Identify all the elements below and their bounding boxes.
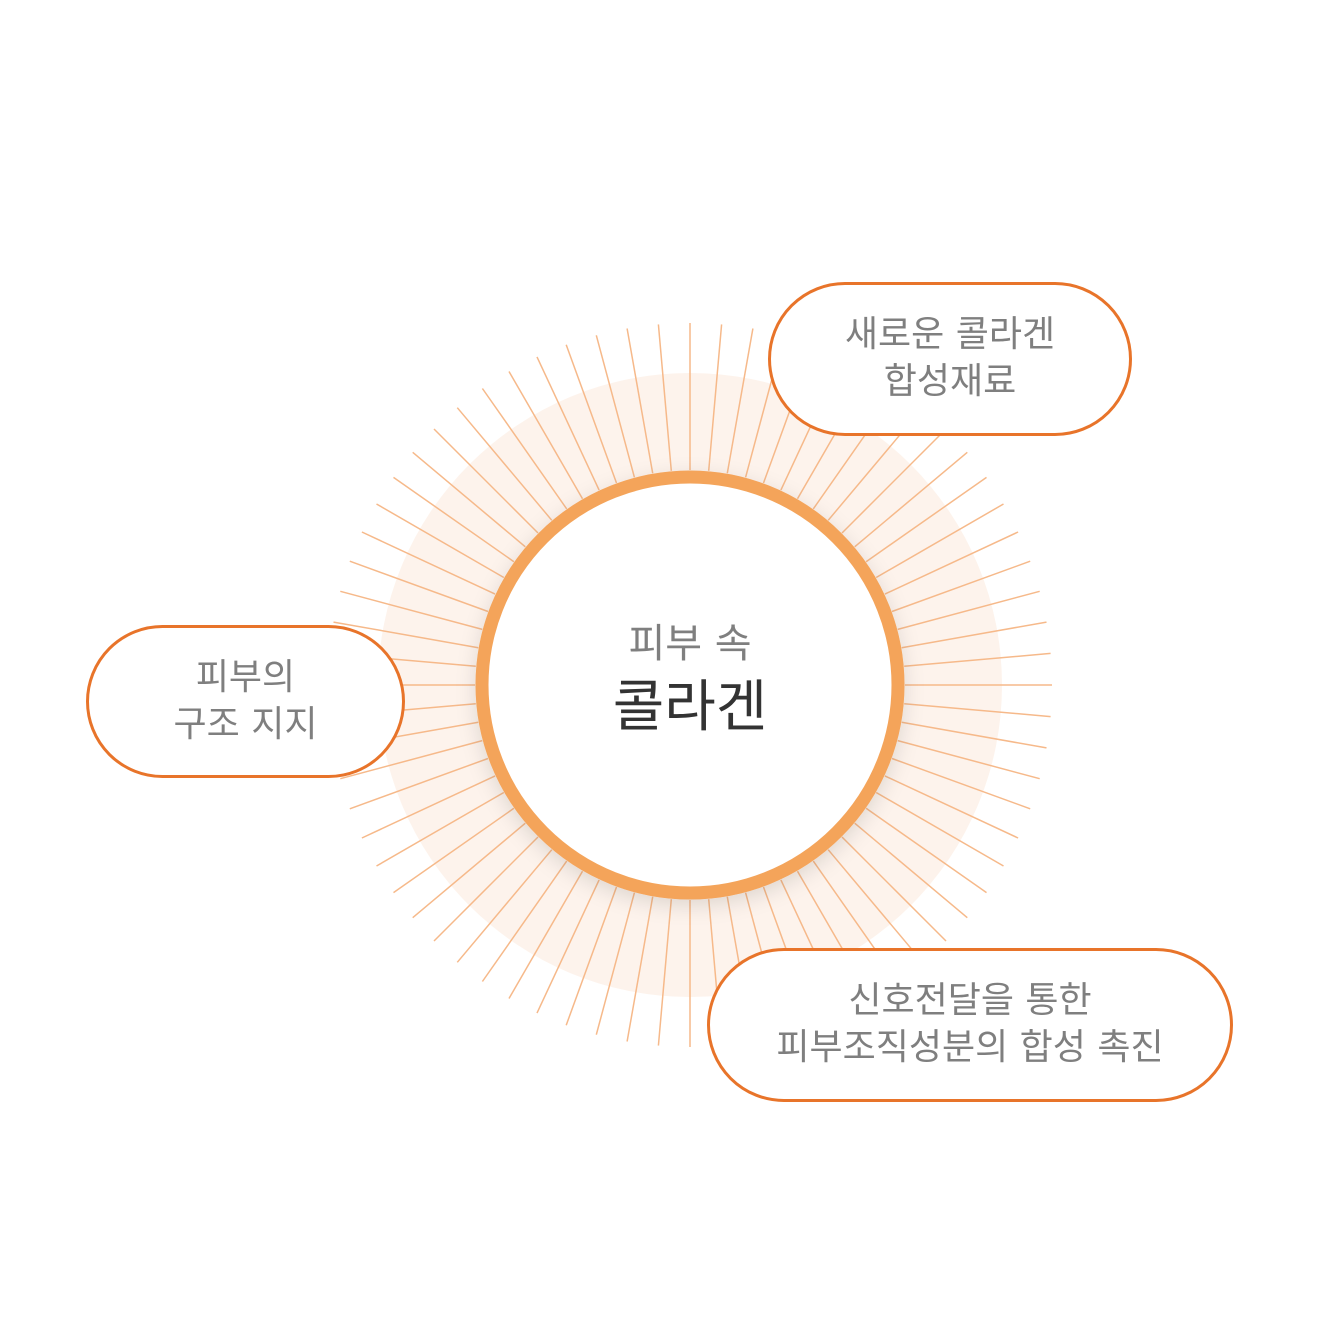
sunburst-ray [901,721,1047,749]
center-circle [475,470,905,900]
sunburst-ray [456,407,553,521]
center-label: 피부 속 콜라겐 [480,480,900,890]
sunburst-ray [841,428,947,534]
sunburst-ray [340,590,483,631]
sunburst-ray [433,428,539,534]
sunburst-ray [433,836,539,942]
sunburst-rays [328,323,1052,1047]
sunburst-ray [376,503,505,579]
sunburst-ray [595,335,636,478]
sunburst-ray [884,775,1019,839]
sunburst-ray [393,807,515,894]
sunburst-ray [565,344,618,484]
sunburst-ray [901,621,1047,649]
sunburst-ray [865,807,987,894]
sunburst-ray [626,328,654,474]
sunburst-ray [340,739,483,780]
sunburst-ray [393,476,515,563]
sunburst-ray [891,757,1031,810]
sunburst-ray [875,791,1004,867]
sunburst-ray [827,849,924,963]
node-skin-structure-support: 피부의 구조 지지 [86,625,405,778]
center-title: 콜라겐 [612,675,768,741]
sunburst-ray [481,860,568,982]
sunburst-ray [884,531,1019,595]
sunburst-ray [349,560,489,613]
sunburst-ray [536,879,600,1014]
node-label-line2: 구조 지지 [173,703,318,745]
sunburst-ray [626,896,654,1042]
sunburst-ray [726,328,754,474]
sunburst-ray [376,791,505,867]
node-label-line1: 피부의 [195,656,296,698]
sunburst-ray [349,757,489,810]
sunburst-ray [508,371,584,500]
sunburst-ray [333,621,479,649]
center-subtitle: 피부 속 [628,621,752,668]
sunburst-ray [536,356,600,491]
sunburst-ray [904,702,1051,718]
sunburst-ray [412,822,526,919]
sunburst-ray [565,886,618,1026]
sunburst-ray [875,503,1004,579]
sunburst-ray [841,836,947,942]
sunburst-ray [657,324,673,471]
sunburst-ray [854,451,968,548]
sunburst-ray [707,324,723,471]
node-label-line1: 신호전달을 통한 [848,980,1092,1022]
node-label-line2: 합성재료 [883,361,1017,402]
sunburst-ray [595,892,636,1035]
sunburst-ray [456,849,553,963]
sunburst-ray [481,388,568,510]
sunburst-ray [904,652,1051,668]
sunburst-ray [897,590,1040,631]
node-signal-synthesis-promotion: 신호전달을 통한 피부조직성분의 합성 촉진 [707,948,1233,1102]
sunburst-ray [854,822,968,919]
sunburst-ray [865,476,987,563]
sunburst-ray [657,899,673,1046]
node-label-line1: 새로운 콜라겐 [844,314,1056,356]
sunburst-ray [897,739,1040,780]
sunburst-ray [361,531,496,595]
node-label-line2: 피부조직성분의 합성 촉진 [776,1027,1164,1068]
sunburst-ray [508,870,584,999]
sunburst-ray [361,775,496,839]
sunburst-ray [412,451,526,548]
sunburst-ray [891,560,1031,613]
node-collagen-synthesis-material: 새로운 콜라겐 합성재료 [768,282,1132,436]
